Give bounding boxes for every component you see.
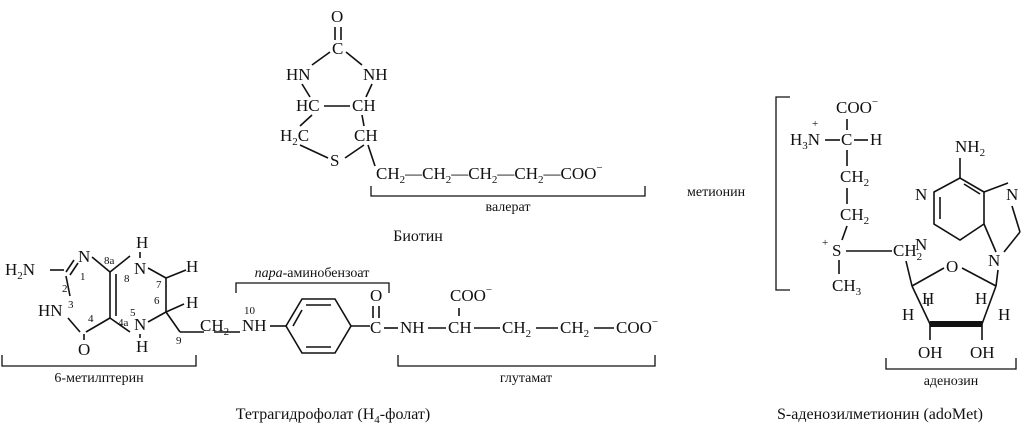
adomet-h3n: H3N [790,130,820,152]
folate-num-10: 10 [244,305,256,317]
folate-ch2: CH2 [200,316,229,338]
folate-h-n5: H [136,337,148,356]
adomet-structure: метионин COO− H3N + C H CH2 CH2 + S CH2 … [687,96,1021,423]
folate-num-9: 9 [176,335,182,347]
adomet-caption: S-аденозилметионин (adoMet) [777,406,983,423]
folate-glu-ch2-a: CH2 [502,318,531,340]
biotin-ch-low: CH [354,126,378,145]
adenine-n3: N [915,235,927,254]
folate-amide-carbon: C [370,318,381,337]
biotin-sulfur: S [330,151,339,170]
folate-num-4a: 4a [118,317,129,329]
adomet-nitrogen-charge: + [812,118,818,130]
folate-glu-coo: COO− [450,284,492,305]
biotin-hn-left: HN [286,65,311,84]
folate-num-2: 2 [62,283,68,295]
paba-bracket [235,282,390,293]
adenine-nh2: NH2 [955,137,985,159]
adomet-sulfur: S [832,241,841,260]
folate-num-3: 3 [68,299,74,311]
biotin-structure: O C HN NH HC CH H2C CH S CH2—CH2—CH2—CH2… [280,7,646,245]
adenosine-bracket [885,358,1017,370]
folate-h2n: H2N [5,260,35,282]
folate-amide-nh: NH [400,318,425,337]
ribose-h-c2: H [975,289,987,308]
ribose-h-c4: H [902,305,914,324]
adomet-sulfur-charge: + [822,237,828,249]
adomet-alpha-h: H [870,130,882,149]
folate-glu-ch2-b: CH2 [560,318,589,340]
folate-caption: Тетрагидрофолат (H4-фолат) [236,406,431,426]
benzene-ring [285,298,352,354]
biotin-ch-mid: CH [352,96,376,115]
valerate-bracket [370,186,646,197]
folate-n1: N [78,247,90,266]
ribose-h-c3: H [922,289,934,308]
biotin-hc: HC [296,96,320,115]
folate-num-4: 4 [88,313,94,325]
folate-glu-coo-end: COO− [616,316,658,337]
adenine-n9: N [988,251,1000,270]
folate-h6: H [186,293,198,312]
methionine-bracket [775,96,790,291]
biotin-caption: Биотин [393,228,443,245]
glutamate-label: глутамат [500,371,552,386]
folate-nh10: NH [242,316,267,335]
adomet-ch2-beta: CH2 [840,167,869,189]
ribose-oh-2: OH [970,343,995,362]
pterin-label: 6-метилптерин [54,371,144,386]
biotin-valerate-chain: CH2—CH2—CH2—CH2—COO− [376,162,603,186]
folate-h7: H [186,257,198,276]
methionine-label: метионин [687,185,746,200]
ribose-oxygen: O [946,257,958,276]
pterin-bracket [1,355,197,367]
folate-num-1: 1 [80,271,86,283]
biotin-h2c: H2C [280,126,309,148]
ribose-h-c1: H [998,305,1010,324]
folate-num-6: 6 [154,295,160,307]
adenosine-label: аденозин [924,374,979,389]
valerate-label: валерат [486,200,531,215]
folate-num-5: 5 [130,307,136,319]
biotin-nh-right: NH [363,65,388,84]
folate-num-7: 7 [156,279,162,291]
folate-num-8a: 8a [104,255,115,267]
adomet-coo: COO− [836,96,878,117]
folate-n5: N [134,315,146,334]
adomet-s-methyl: CH3 [832,276,862,298]
biotin-carbonyl-carbon: C [332,39,343,58]
folate-n8: N [134,259,146,278]
ribose-oh-3: OH [918,343,943,362]
folate-h-n8: H [136,233,148,252]
adenine-n7: N [1006,185,1018,204]
folate-hn3: HN [38,301,63,320]
folate-glu-ch: CH [448,318,472,337]
adenine-n1: N [915,185,927,204]
adomet-ch2-gamma: CH2 [840,205,869,227]
paba-label: пара-аминобензоат [255,266,370,281]
glutamate-bracket [397,355,656,367]
folate-num-8: 8 [124,273,130,285]
adenine-pyrimidine-ring [933,177,985,241]
adomet-alpha-carbon: C [841,130,852,149]
folate-amide-oxygen: O [370,286,382,305]
folate-structure: H2N N HN O H N N H H H CH2 NH 1 2 [1,233,658,426]
biotin-oxygen: O [331,7,343,26]
folate-o4: O [78,340,90,359]
adomet-5prime-ch2: CH2 [893,241,922,263]
